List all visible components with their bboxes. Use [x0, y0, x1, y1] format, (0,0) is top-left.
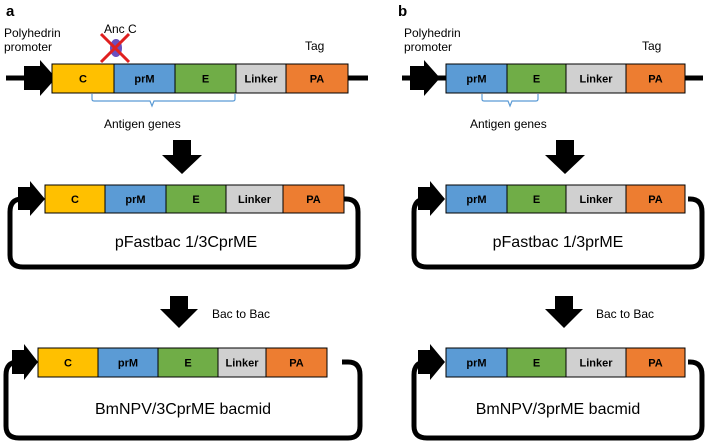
- a-plasmid-segment-pa-label: PA: [306, 194, 321, 206]
- b-construct-segment-linker-label: Linker: [579, 74, 613, 86]
- panel-a-plasmid-loop: [7, 196, 361, 270]
- anc-c-label: Anc C: [104, 22, 137, 36]
- b-plasmid-segment-pa-label: PA: [648, 194, 663, 206]
- panel-b-bacmid-segments: prM E Linker PA: [445, 347, 686, 378]
- b-construct-segment-linker: [565, 63, 627, 94]
- b-construct-segment-prm: [445, 63, 508, 94]
- panel-b-plasmid-segments: prM E Linker PA: [445, 184, 686, 214]
- panel-a-antigen-label: Antigen genes: [104, 117, 181, 131]
- b-construct-segment-pa: [625, 63, 686, 94]
- a-construct-segment-c-label: C: [79, 74, 87, 86]
- panel-b-promoter-label-line1: Polyhedrin: [404, 26, 461, 40]
- a-plasmid-segment-linker: [225, 184, 284, 214]
- a-construct-segment-linker-label: Linker: [244, 74, 278, 86]
- a-plasmid-segment-prm-label: prM: [125, 194, 145, 206]
- panel-b-down-arrow-1: [545, 140, 585, 174]
- panel-a-promoter-arrow: [24, 60, 56, 96]
- panel-b-bacmid-loop: [411, 359, 705, 441]
- b-bacmid-segment-e: [506, 347, 567, 378]
- a-plasmid-segment-c: [44, 184, 106, 214]
- a-bacmid-segment-prm: [97, 347, 159, 378]
- a-construct-segment-prm-label: prM: [134, 74, 154, 86]
- a-plasmid-segment-c-label: C: [71, 194, 79, 206]
- a-bacmid-segment-e: [157, 347, 219, 378]
- b-construct-segment-prm-label: prM: [466, 74, 486, 86]
- panel-b-promoter-arrow: [410, 60, 440, 96]
- panel-b-plasmid-promoter-arrow: [418, 181, 445, 216]
- panel-a-letter: a: [6, 3, 15, 20]
- a-construct-segment-pa-label: PA: [310, 74, 325, 86]
- a-plasmid-segment-e-label: E: [192, 194, 199, 206]
- panel-b-step-label: Bac to Bac: [596, 307, 654, 321]
- panel-b-antigen-brace: [481, 94, 539, 108]
- a-bacmid-segment-linker-label: Linker: [225, 358, 259, 370]
- panel-b-plasmid-loop: [411, 196, 705, 270]
- b-plasmid-segment-pa: [625, 184, 686, 214]
- a-construct-segment-e-label: E: [202, 74, 209, 86]
- b-bacmid-segment-prm: [445, 347, 508, 378]
- panel-b-promoter-label-line2: promoter: [404, 40, 452, 54]
- a-bacmid-segment-prm-label: prM: [118, 358, 138, 370]
- b-bacmid-segment-linker: [565, 347, 627, 378]
- a-plasmid-segment-prm: [104, 184, 167, 214]
- panel-b-plasmid-name: pFastbac 1/3prME: [493, 234, 624, 251]
- b-construct-segment-e: [506, 63, 567, 94]
- b-construct-segment-e-label: E: [533, 74, 540, 86]
- b-construct-segment-pa-label: PA: [648, 74, 663, 86]
- b-bacmid-segment-pa-label: PA: [648, 358, 663, 370]
- panel-b-down-arrow-2: [545, 296, 583, 328]
- b-plasmid-segment-prm: [445, 184, 508, 214]
- panel-a-step-label: Bac to Bac: [212, 307, 270, 321]
- panel-a-antigen-brace: [91, 94, 236, 108]
- panel-b-antigen-label: Antigen genes: [470, 117, 547, 131]
- a-bacmid-segment-pa-label: PA: [289, 358, 304, 370]
- a-construct-segment-pa: [285, 63, 349, 94]
- panel-a-tag-label: Tag: [305, 39, 324, 53]
- b-bacmid-segment-prm-label: prM: [466, 358, 486, 370]
- a-bacmid-segment-linker: [217, 347, 267, 378]
- b-plasmid-segment-e-label: E: [533, 194, 540, 206]
- b-plasmid-segment-linker-label: Linker: [579, 194, 613, 206]
- a-bacmid-segment-e-label: E: [184, 358, 191, 370]
- b-bacmid-segment-linker-label: Linker: [579, 358, 613, 370]
- panel-a-bacmid-promoter-arrow: [12, 344, 38, 380]
- b-bacmid-segment-pa: [625, 347, 686, 378]
- panel-b-bacmid-promoter-arrow: [418, 344, 445, 380]
- a-plasmid-segment-linker-label: Linker: [238, 194, 272, 206]
- panel-a-plasmid-promoter-arrow: [18, 181, 45, 216]
- panel-b-bacmid-name: BmNPV/3prME bacmid: [476, 401, 641, 418]
- panel-a-plasmid-name: pFastbac 1/3CprME: [115, 234, 257, 251]
- a-bacmid-segment-pa: [265, 347, 328, 378]
- panel-b-tag-label: Tag: [642, 39, 661, 53]
- b-bacmid-segment-e-label: E: [533, 358, 540, 370]
- panel-a-promoter-label-line1: Polyhedrin: [4, 26, 61, 40]
- a-plasmid-segment-pa: [282, 184, 345, 214]
- panel-b-letter: b: [398, 3, 407, 20]
- a-construct-segment-prm: [113, 63, 176, 94]
- panel-a-bacmid-loop: [3, 359, 363, 441]
- panel-a-bacmid-name: BmNPV/3CprME bacmid: [95, 401, 271, 418]
- a-plasmid-segment-e: [165, 184, 227, 214]
- b-plasmid-segment-e: [506, 184, 567, 214]
- deletion-cross-stroke-2: [99, 32, 131, 64]
- a-construct-segment-e: [174, 63, 237, 94]
- a-bacmid-segment-c-label: C: [64, 358, 72, 370]
- panel-b-construct-segments: prM E Linker PA: [445, 63, 686, 94]
- panel-a-down-arrow-2: [160, 296, 198, 328]
- panel-a-promoter-label-line2: promoter: [4, 40, 52, 54]
- panel-a-down-arrow-1: [162, 140, 202, 174]
- b-plasmid-segment-prm-label: prM: [466, 194, 486, 206]
